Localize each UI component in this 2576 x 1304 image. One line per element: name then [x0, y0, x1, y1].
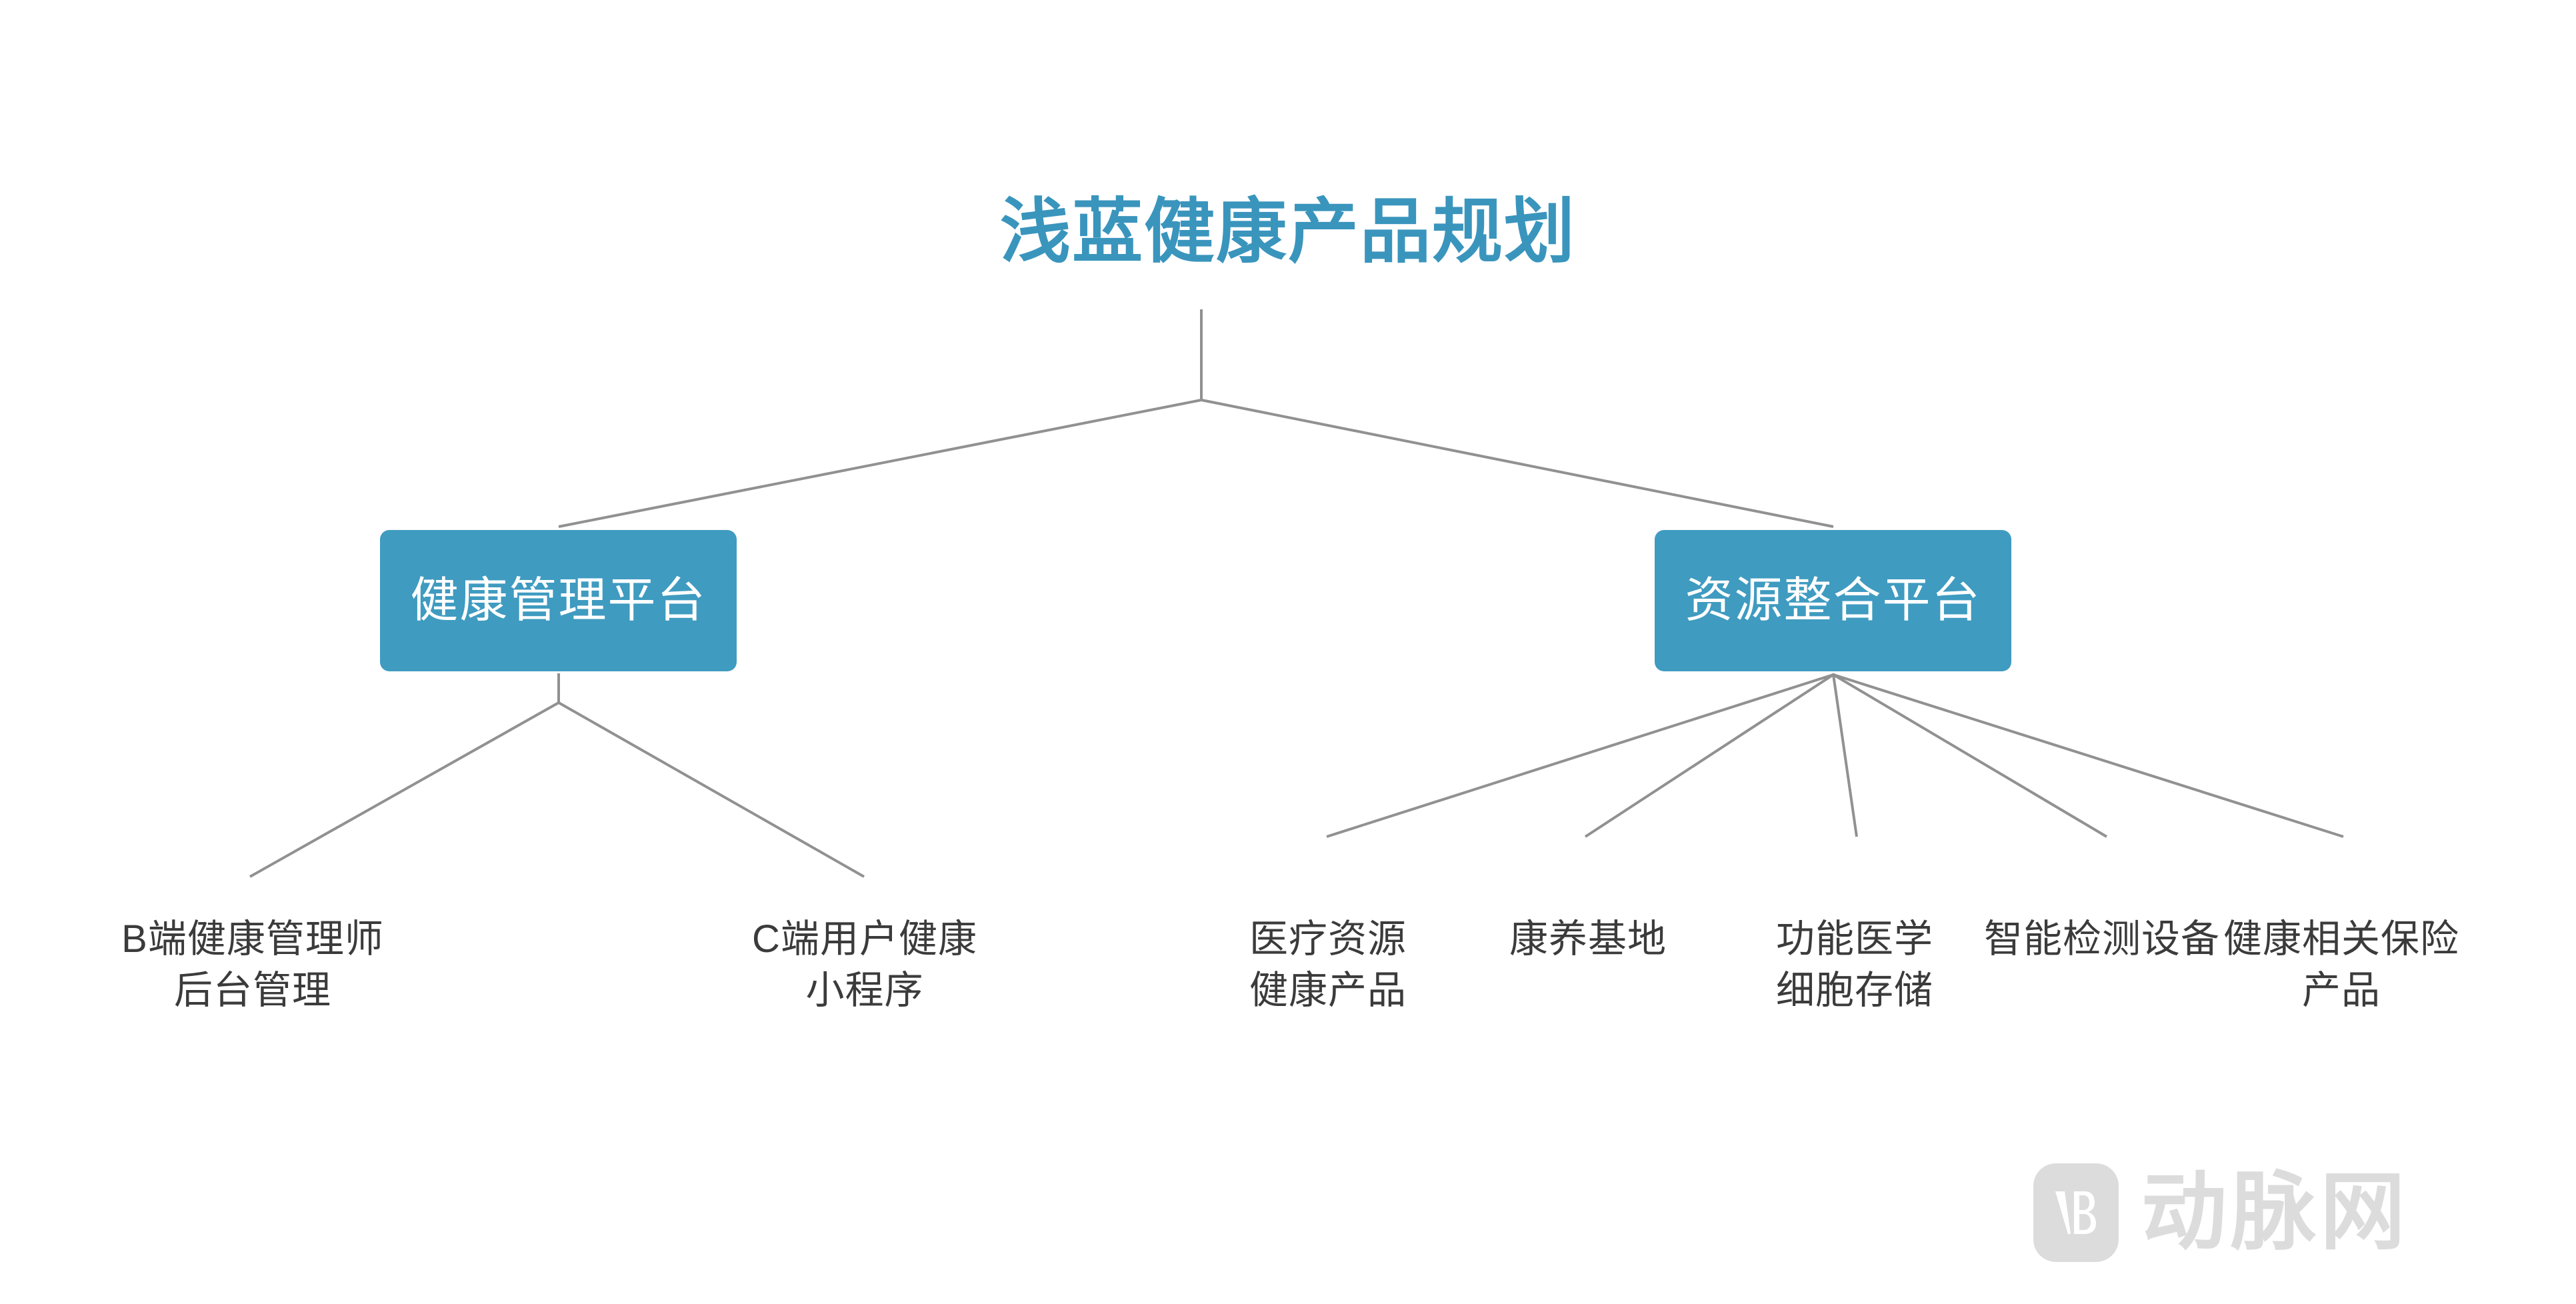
- edge-resource-platform-child-4: [1832, 673, 2108, 838]
- leaf-medical-resource-line1: 医疗资源: [1249, 917, 1407, 961]
- leaf-functional-medicine-line2: 细胞存储: [1775, 969, 1934, 1013]
- leaf-functional-medicine[interactable]: 功能医学 细胞存储: [1776, 913, 1933, 1016]
- leaf-health-insurance-line2: 产品: [2301, 969, 2381, 1013]
- leaf-medical-resource[interactable]: 医疗资源 健康产品: [1249, 913, 1407, 1016]
- edge-resource-platform-child-1: [1326, 673, 1834, 838]
- leaf-b-end-manager-line2: 后台管理: [173, 969, 331, 1013]
- node-health-platform[interactable]: 健康管理平台: [380, 530, 737, 671]
- leaf-wellness-base[interactable]: 康养基地: [1509, 913, 1667, 965]
- page-title: 浅蓝健康产品规划: [1000, 193, 1576, 271]
- leaf-c-end-user-line1: C端用户健康: [752, 917, 977, 961]
- edge-health-platform-child-1: [249, 701, 559, 878]
- leaf-health-insurance-line1: 健康相关保险: [2223, 917, 2460, 961]
- leaf-functional-medicine-line1: 功能医学: [1775, 917, 1934, 961]
- edge-resource-platform-child-2: [1584, 673, 1835, 838]
- leaf-b-end-manager[interactable]: B端健康管理师 后台管理: [121, 913, 384, 1016]
- edge-resource-platform-child-3: [1832, 674, 1858, 837]
- leaf-c-end-user[interactable]: C端用户健康 小程序: [752, 913, 977, 1016]
- node-resource-platform[interactable]: 资源整合平台: [1655, 530, 2011, 671]
- leaf-b-end-manager-line1: B端健康管理师: [121, 917, 384, 961]
- edge-health-platform-child-2: [558, 701, 865, 878]
- vb-logo-icon: [2033, 1163, 2119, 1262]
- watermark-text: 动脉网: [2141, 1165, 2410, 1260]
- node-health-platform-label: 健康管理平台: [410, 574, 707, 627]
- edge-root-to-health-platform: [558, 399, 1202, 528]
- leaf-wellness-base-line1: 康养基地: [1509, 917, 1667, 961]
- leaf-c-end-user-line2: 小程序: [805, 969, 924, 1013]
- node-resource-platform-label: 资源整合平台: [1685, 574, 1981, 627]
- watermark: 动脉网: [2033, 1163, 2409, 1262]
- leaf-medical-resource-line2: 健康产品: [1249, 969, 1407, 1013]
- leaf-smart-device[interactable]: 智能检测设备: [1984, 913, 2220, 965]
- leaf-smart-device-line1: 智能检测设备: [1983, 917, 2221, 961]
- leaf-health-insurance[interactable]: 健康相关保险 产品: [2223, 913, 2459, 1016]
- edge-resource-platform-child-5: [1833, 673, 2344, 838]
- edge-root-to-resource-platform: [1201, 399, 1834, 528]
